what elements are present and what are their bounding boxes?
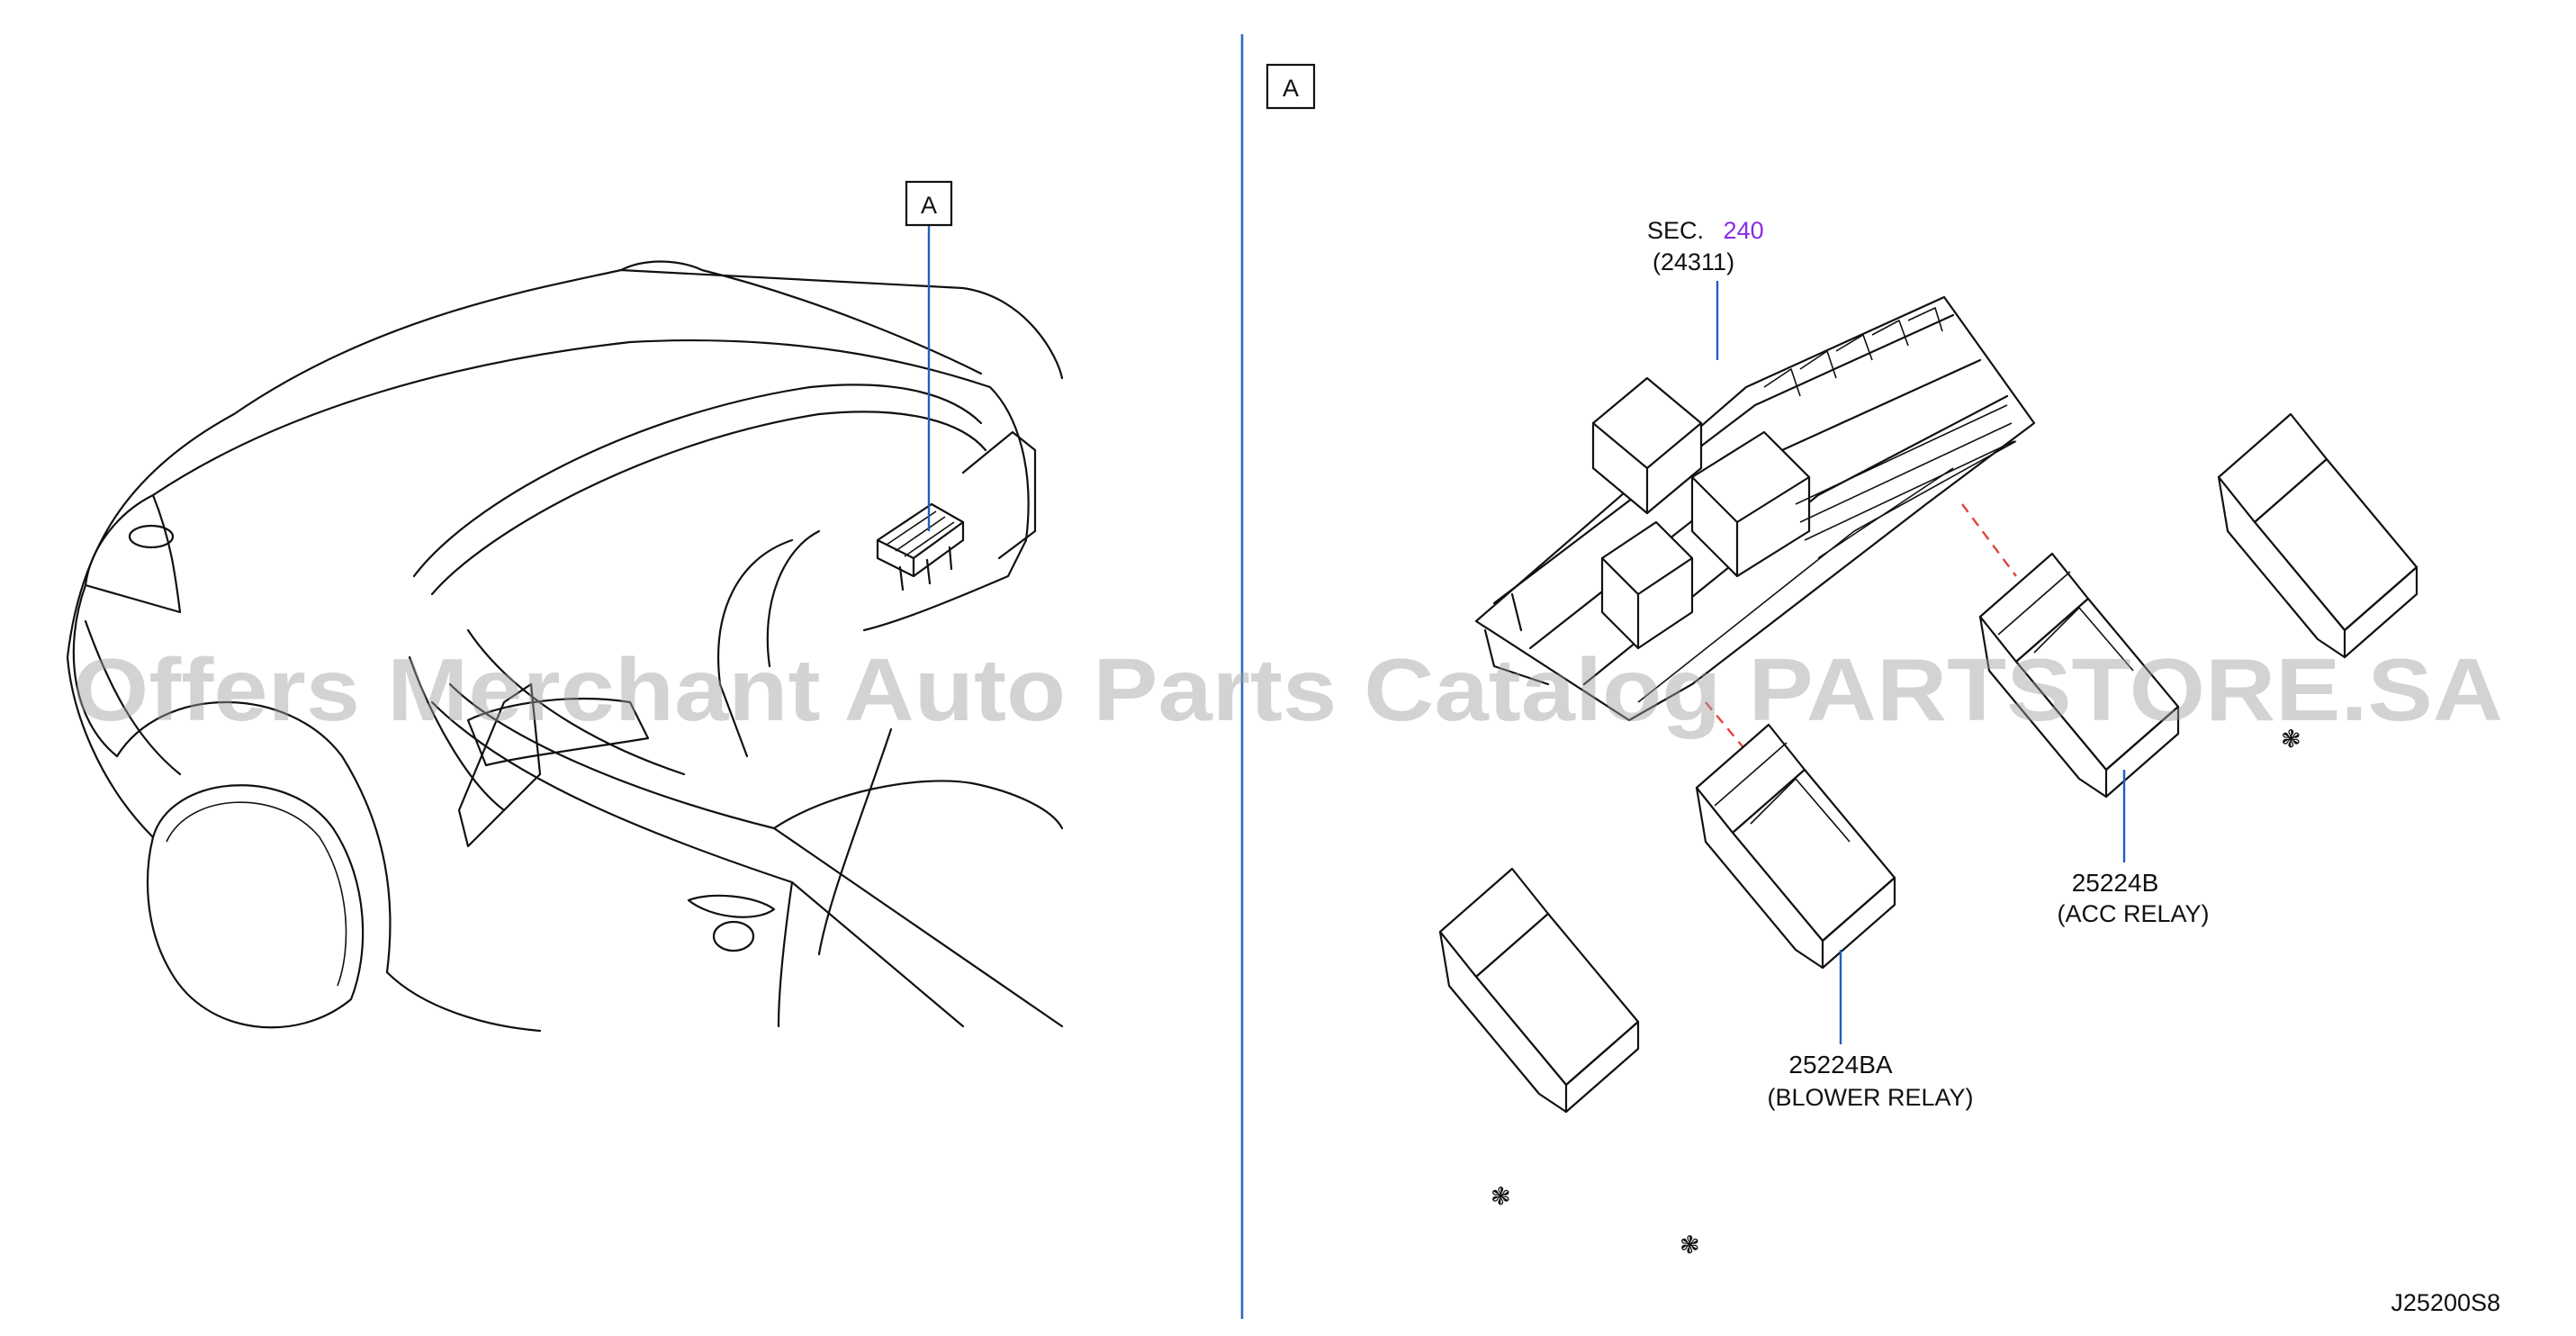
spare-relay-left-drawing — [1438, 867, 1640, 1114]
spare-relay-right-drawing — [2217, 412, 2418, 659]
part-number-acc-relay[interactable]: 25224B — [2072, 869, 2159, 897]
view-label-a-right-text: A — [1283, 75, 1299, 102]
not-available-mark-icon: ❃ — [1680, 1232, 1700, 1259]
not-available-mark-icon: ❃ — [1491, 1183, 1511, 1210]
part-name-acc-relay: (ACC RELAY) — [2057, 900, 2209, 927]
section-ref-part-number: (24311) — [1653, 248, 1734, 275]
fuse-relay-block-drawing — [1474, 295, 2036, 722]
view-label-a-left: A — [905, 180, 953, 227]
acc-relay-drawing — [1978, 552, 2180, 799]
section-ref-prefix: SEC. — [1647, 217, 1704, 244]
vehicle-overview-drawing — [66, 260, 1064, 1033]
view-label-a-right: A — [1265, 63, 1316, 110]
blower-relay-drawing — [1695, 723, 1896, 970]
part-number-blower-relay[interactable]: 25224BA — [1788, 1051, 1893, 1079]
part-name-blower-relay: (BLOWER RELAY) — [1767, 1084, 1973, 1111]
watermark-text: Offers Merchant Auto Parts Catalog PARTS… — [73, 640, 2503, 739]
section-reference: SEC. 240 — [1647, 217, 1764, 244]
diagram-code: J25200S8 — [2391, 1289, 2500, 1316]
section-ref-number-link[interactable]: 240 — [1724, 217, 1764, 244]
not-available-mark-icon: ❃ — [2281, 726, 2301, 753]
assembly-link-acc-relay — [1961, 503, 2017, 577]
view-label-a-left-text: A — [921, 192, 937, 219]
